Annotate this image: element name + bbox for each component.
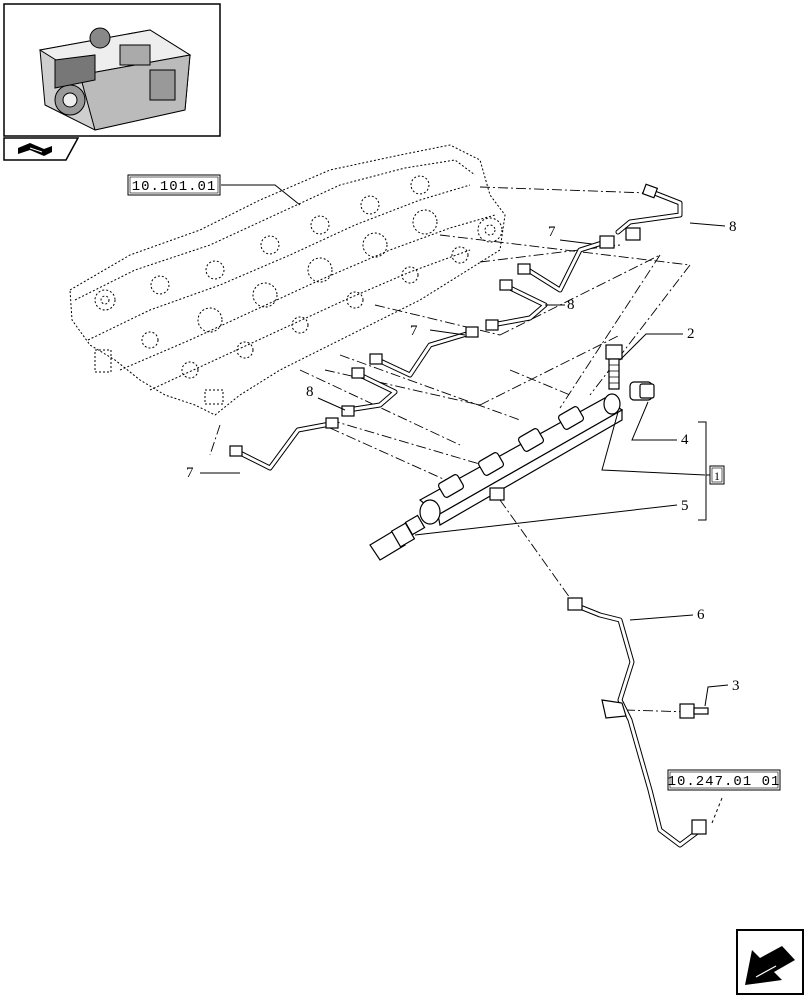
engine-thumbnail-icon (38, 27, 192, 131)
callout-8-mid: 8 (567, 297, 575, 313)
callout-8-top: 8 (729, 219, 737, 235)
group-label: 1 (714, 469, 720, 483)
injector-pipe-mid-8[interactable] (485, 279, 548, 331)
ref-engine-head: 10.101.01 (132, 179, 217, 195)
injector-pipe-upper-7[interactable] (517, 235, 615, 293)
clamp-screw[interactable] (679, 703, 709, 719)
callout-3: 3 (732, 678, 740, 694)
engine-thumbnail[interactable] (3, 3, 221, 137)
group-box[interactable]: 1 (709, 465, 725, 485)
next-page-arrow-icon (745, 946, 795, 985)
callout-2: 2 (687, 326, 695, 342)
ref-box-fuel-line[interactable]: 10.247.01 01 (667, 769, 781, 791)
pressure-relief-valve[interactable] (629, 381, 655, 401)
callout-6: 6 (697, 607, 705, 623)
callout-5: 5 (681, 498, 689, 514)
callout-7-low: 7 (186, 465, 194, 481)
book-arrow-icon (18, 143, 52, 156)
callout-7-upper: 7 (548, 224, 556, 240)
feed-pipe[interactable] (567, 597, 707, 848)
alignment-lines (209, 186, 691, 713)
callout-7-mid: 7 (410, 323, 418, 339)
injector-pipe-mid-7[interactable] (369, 326, 479, 378)
stud-bolt[interactable] (605, 344, 623, 390)
top-nav-tab[interactable] (3, 137, 80, 161)
injector-pipe-low-8[interactable] (341, 367, 398, 417)
next-page-button[interactable] (736, 929, 804, 995)
cylinder-head-outline (69, 144, 506, 416)
callout-4: 4 (681, 432, 689, 448)
injector-pipe-low-7[interactable] (229, 417, 339, 471)
ref-box-cylinder-head[interactable]: 10.101.01 (127, 174, 221, 196)
callout-8-low: 8 (306, 384, 314, 400)
common-rail[interactable] (418, 393, 624, 526)
leader-lines (200, 184, 729, 824)
callouts: 8 7 8 7 8 7 2 4 5 6 3 (186, 219, 740, 694)
pressure-sensor[interactable] (369, 514, 426, 561)
injector-pipe-top-8[interactable] (615, 183, 683, 241)
ref-fuel-line: 10.247.01 01 (668, 774, 781, 790)
